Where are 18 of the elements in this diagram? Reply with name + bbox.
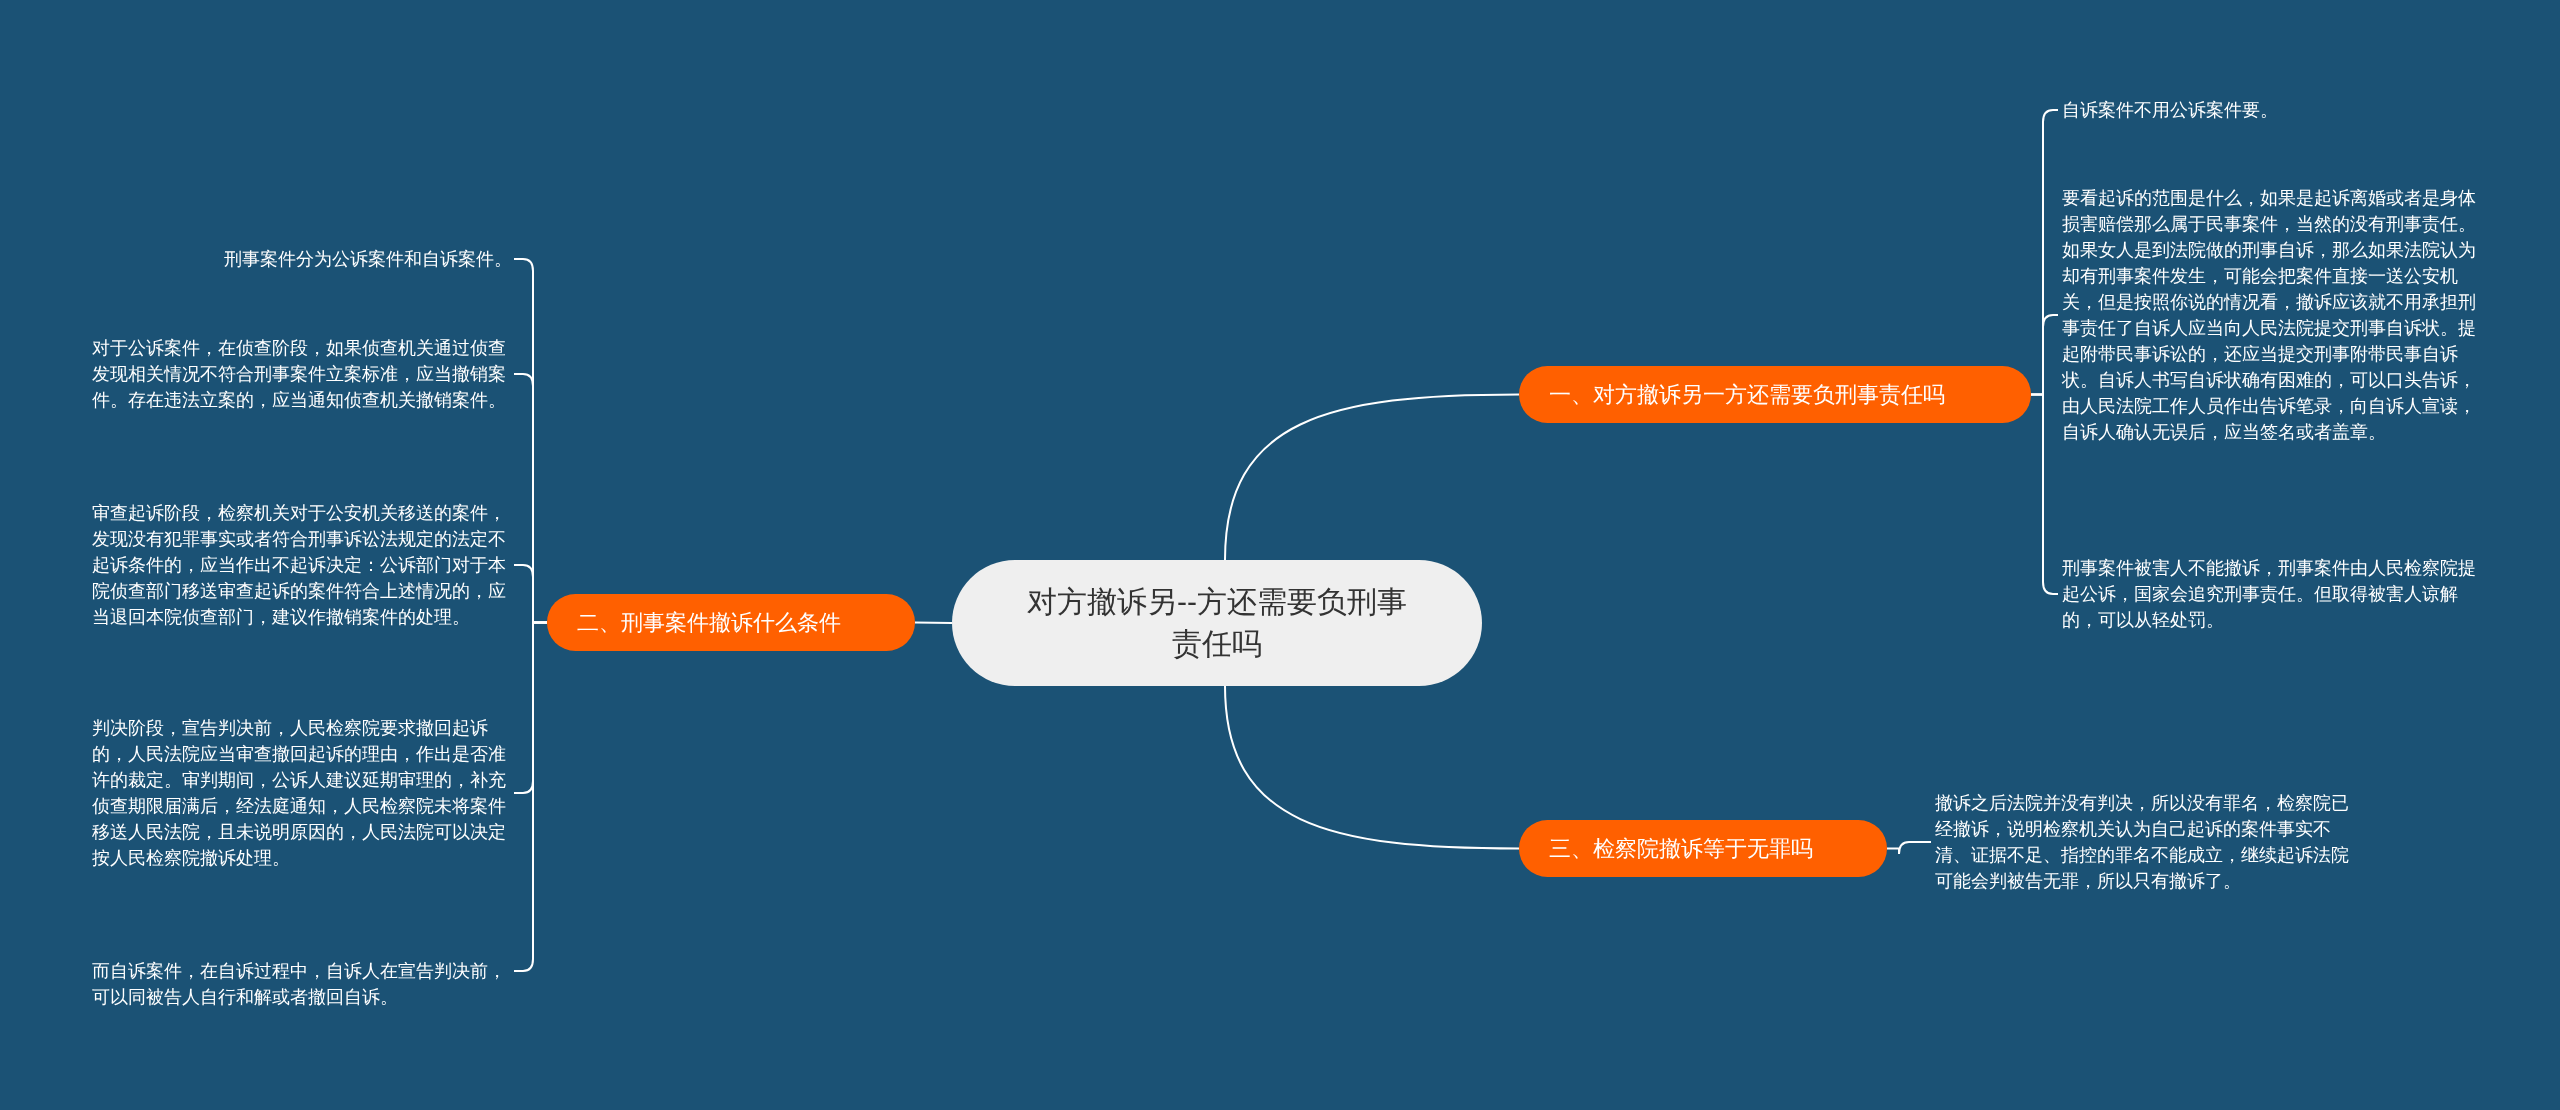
connector-line: [914, 621, 953, 624]
topic-pill: 二、刑事案件撤诉什么条件: [547, 594, 915, 651]
note-text: 刑事案件分为公诉案件和自诉案件。: [224, 246, 512, 272]
connector-line: [1886, 841, 1932, 855]
note-text: 审查起诉阶段，检察机关对于公安机关移送的案件，发现没有犯罪事实或者符合刑事诉讼法规定的法定不起诉条件的，应当作出不起诉决定：公诉部门对于本院侦查部门移送审查起诉的案件符合上述情况的，应当退回本院侦查部门，建议作撤销案件的处理。: [92, 500, 512, 630]
central-topic: 对方撤诉另--方还需要负刑事责任吗: [952, 560, 1482, 686]
connector-line: [1224, 393, 1520, 561]
topic-pill: 三、检察院撤诉等于无罪吗: [1519, 820, 1887, 877]
note-text: 判决阶段，宣告判决前，人民检察院要求撤回起诉的，人民法院应当审查撤回起诉的理由，作出是否准许的裁定。审判期间，公诉人建议延期审理的，补充侦查期限届满后，经法庭通知，人民检察院未将案件移送人民法院，且未说明原因的，人民法院可以决定按人民检察院撤诉处理。: [92, 715, 512, 871]
note-text: 自诉案件不用公诉案件要。: [2062, 97, 2278, 123]
connector-line: [2030, 393, 2059, 595]
note-text: 刑事案件被害人不能撤诉，刑事案件由人民检察院提起公诉，国家会追究刑事责任。但取得被害人谅解的，可以从轻处罚。: [2062, 555, 2482, 633]
note-text: 而自诉案件，在自诉过程中，自诉人在宣告判决前，可以同被告人自行和解或者撤回自诉。: [92, 958, 512, 1010]
note-text: 要看起诉的范围是什么，如果是起诉离婚或者是身体损害赔偿那么属于民事案件，当然的没有刑事责任。如果女人是到法院做的刑事自诉，那么如果法院认为却有刑事案件发生，可能会把案件直接一送公安机关，但是按照你说的情况看，撤诉应该就不用承担刑事责任了自诉人应当向人民法院提交刑事自诉状。提起附带民事诉讼的，还应当提交刑事附带民事自诉状。自诉人书写自诉状确有困难的，可以口头告诉，由人民法院工作人员作出告诉笔录，向自诉人宣读，自诉人确认无误后，应当签名或者盖章。: [2062, 185, 2482, 445]
topic-pill: 一、对方撤诉另一方还需要负刑事责任吗: [1519, 366, 2031, 423]
note-text: 撤诉之后法院并没有判决，所以没有罪名，检察院已经撤诉，说明检察机关认为自己起诉的案件事实不清、证据不足、指控的罪名不能成立，继续起诉法院可能会判被告无罪，所以只有撤诉了。: [1935, 790, 2355, 894]
note-text: 对于公诉案件，在侦查阶段，如果侦查机关通过侦查发现相关情况不符合刑事案件立案标准，应当撤销案件。存在违法立案的，应当通知侦查机关撤销案件。: [92, 335, 512, 413]
connector-line: [1224, 685, 1520, 850]
